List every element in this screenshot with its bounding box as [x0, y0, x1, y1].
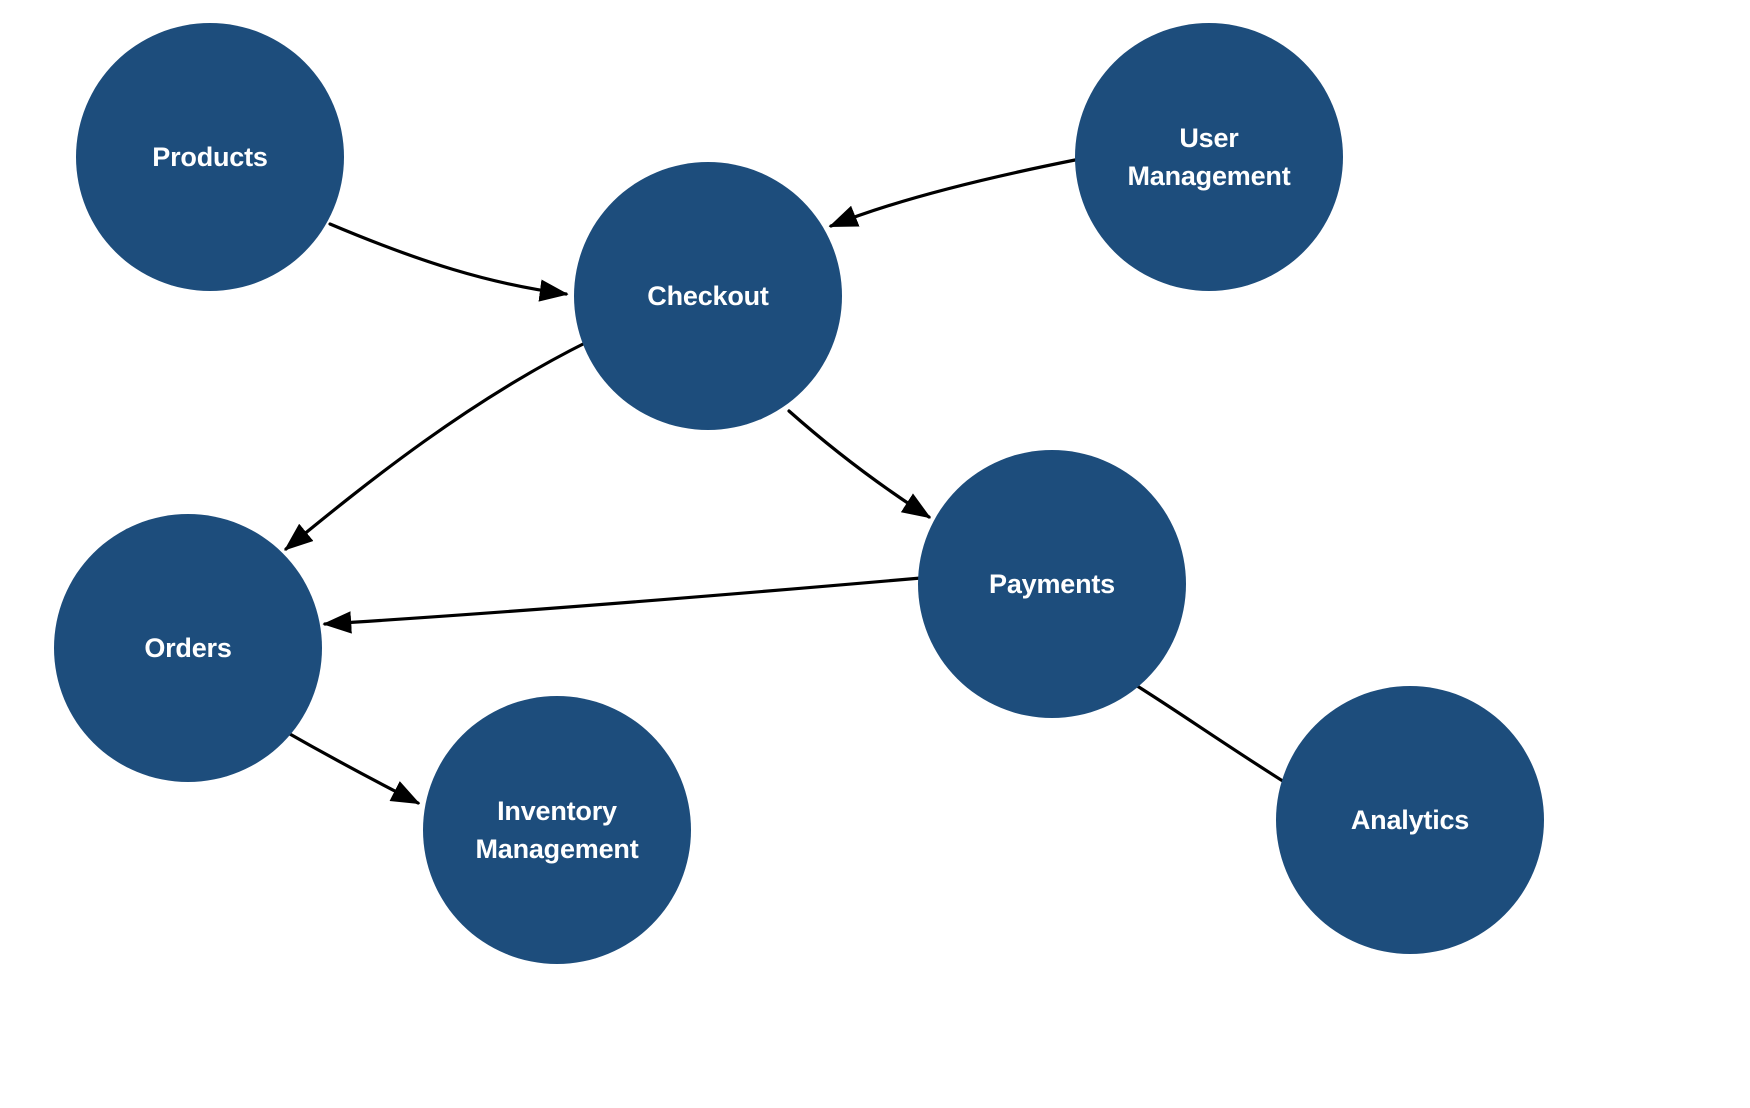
- edge-usermgmt-to-checkout: [828, 158, 1077, 228]
- node-products[interactable]: Products: [76, 23, 344, 291]
- node-label-products: Products: [152, 141, 268, 172]
- node-label-orders: Orders: [144, 632, 232, 663]
- node-label-payments: Payments: [989, 568, 1115, 599]
- node-label-user-mgmt: User Management: [1127, 122, 1291, 191]
- edge-products-to-checkout: [328, 222, 569, 302]
- node-user-mgmt[interactable]: User Management: [1075, 23, 1343, 291]
- node-analytics[interactable]: Analytics: [1276, 686, 1544, 954]
- node-checkout[interactable]: Checkout: [574, 162, 842, 430]
- node-payments[interactable]: Payments: [918, 450, 1186, 718]
- edge-payments-to-orders: [322, 576, 923, 634]
- node-label-analytics: Analytics: [1350, 804, 1470, 835]
- edge-checkout-to-orders: [284, 339, 591, 551]
- node-label-inventory: Inventory Management: [475, 795, 639, 864]
- node-orders[interactable]: Orders: [54, 514, 322, 782]
- node-label-checkout: Checkout: [647, 280, 769, 311]
- node-inventory[interactable]: Inventory Management: [423, 696, 691, 964]
- edge-group: [279, 158, 1427, 868]
- edge-orders-to-inventory: [279, 727, 421, 805]
- edge-checkout-to-payments: [787, 409, 932, 519]
